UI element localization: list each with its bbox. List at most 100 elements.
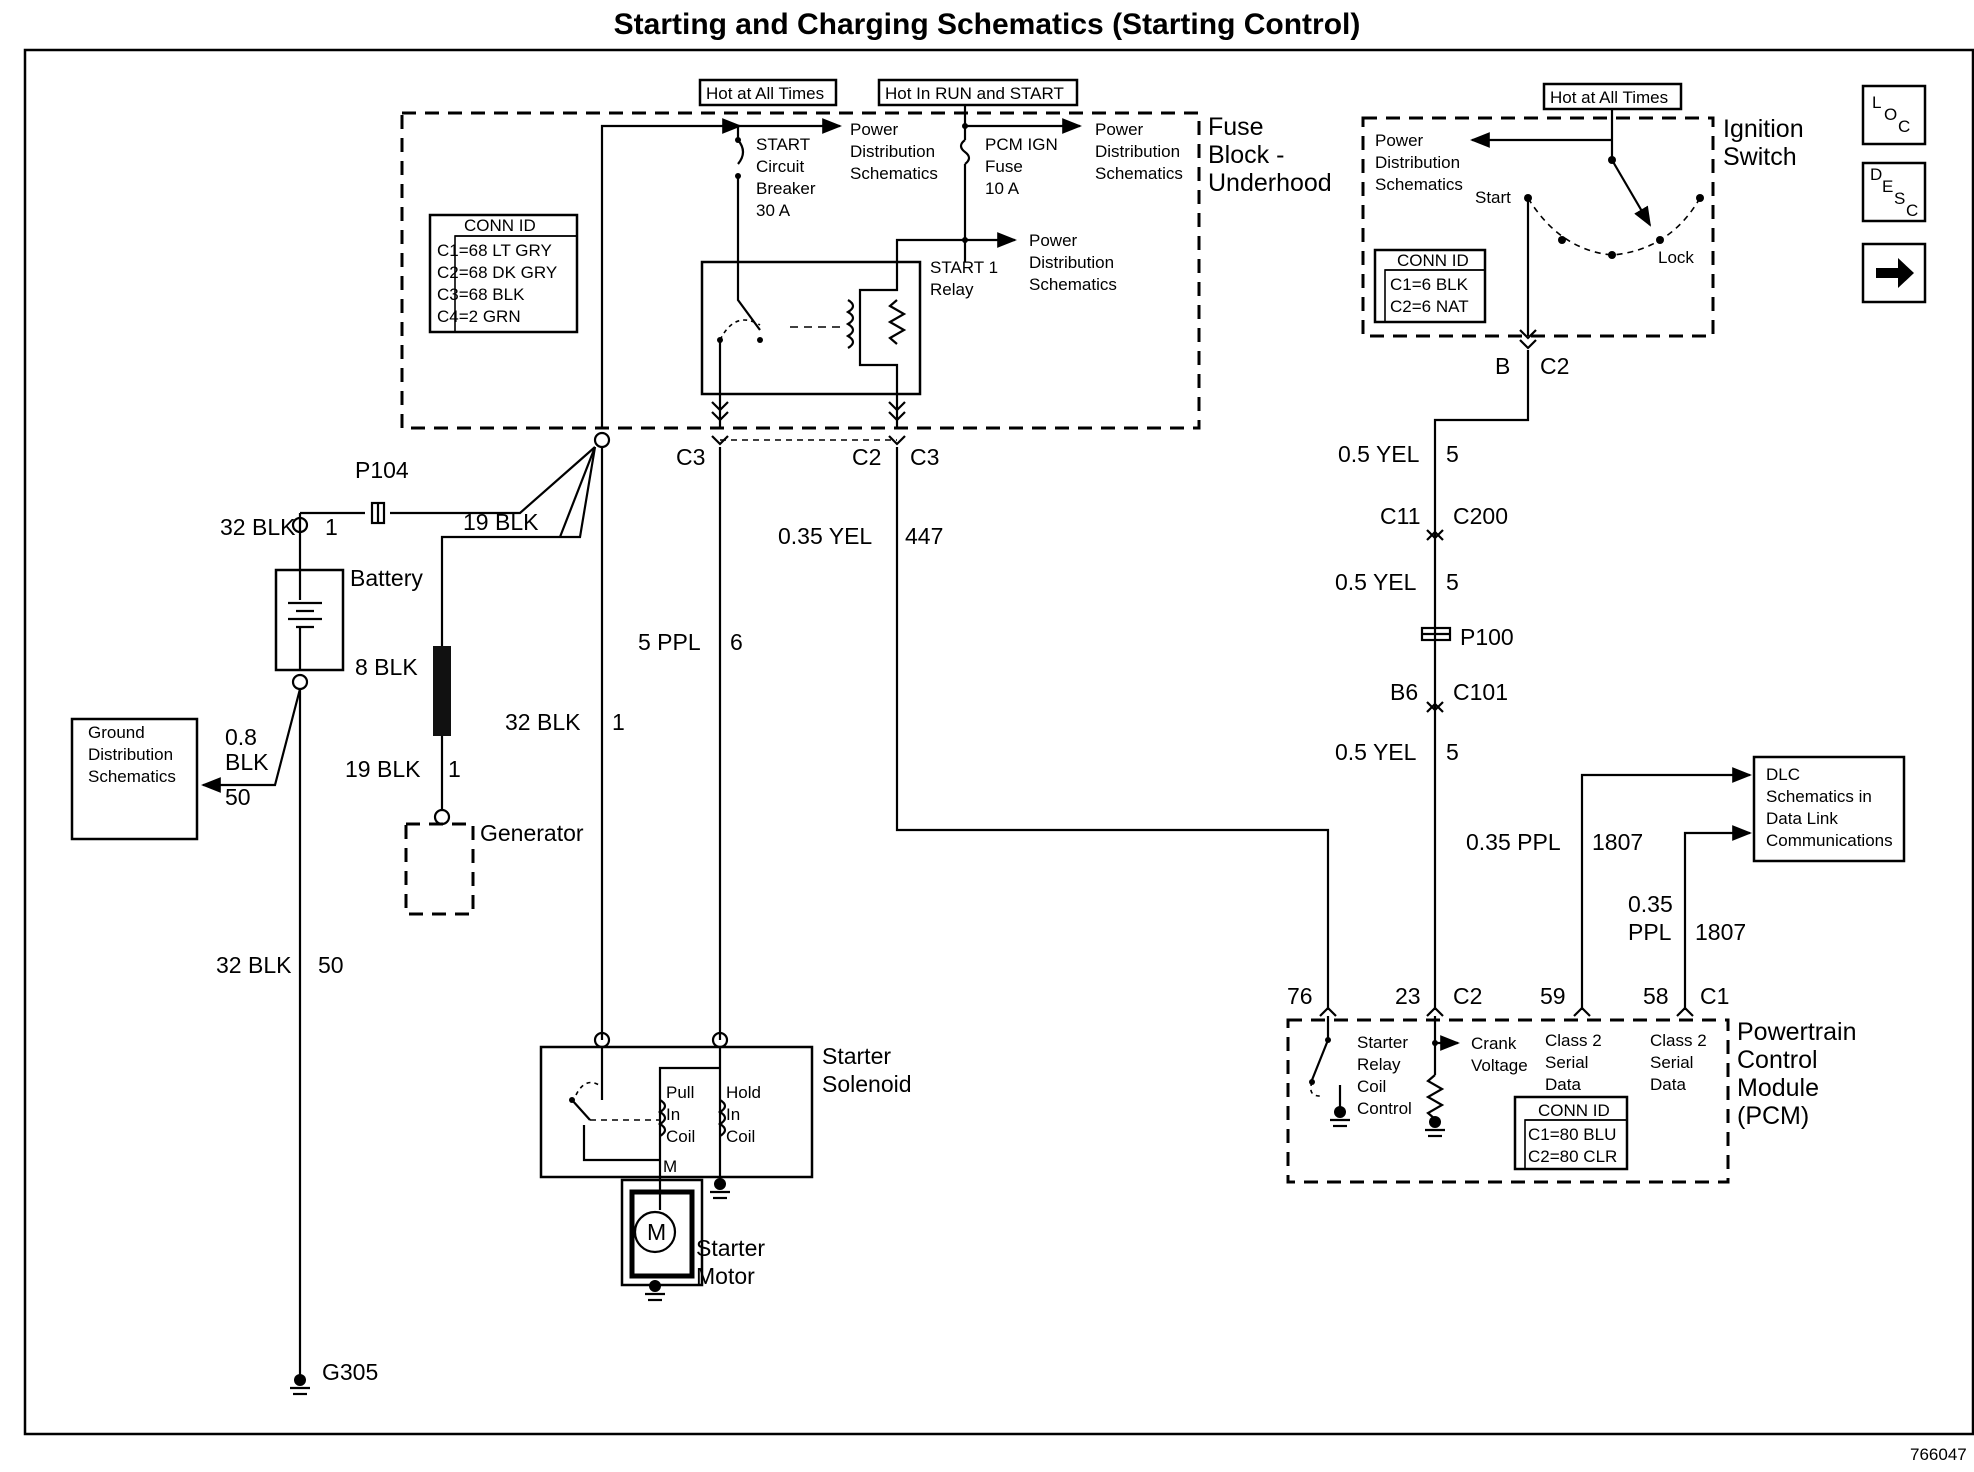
svg-text:1: 1 [325, 514, 338, 540]
ground-g305: G305 [322, 1359, 378, 1385]
p100-connector-icon [1420, 626, 1452, 642]
starter-solenoid-label-2: Solenoid [822, 1071, 912, 1097]
page-title: Starting and Charging Schematics (Starti… [613, 8, 1361, 41]
svg-text:Power: Power [1375, 131, 1424, 150]
hot-all-times-box-1 [698, 78, 838, 107]
svg-text:Schematics: Schematics [88, 767, 176, 786]
svg-text:0.5 YEL: 0.5 YEL [1338, 441, 1420, 467]
ignition-switch-box [1361, 116, 1715, 338]
pull-in-coil-icon [657, 1099, 667, 1137]
hot-run-start-label: Hot In RUN and START [885, 84, 1064, 103]
svg-text:C200: C200 [1453, 503, 1508, 529]
svg-text:Pull: Pull [666, 1083, 694, 1102]
pcm-label-1: Powertrain [1737, 1018, 1857, 1046]
svg-text:Breaker: Breaker [756, 179, 816, 198]
fuse-block-label-3: Underhood [1208, 169, 1332, 197]
svg-text:Hot at All Times: Hot at All Times [1550, 88, 1668, 107]
svg-text:Relay: Relay [1357, 1055, 1401, 1074]
svg-text:Distribution: Distribution [1029, 253, 1114, 272]
svg-text:S: S [1894, 189, 1905, 208]
svg-text:Lock: Lock [1658, 248, 1694, 267]
svg-text:C1=68 LT GRY: C1=68 LT GRY [437, 241, 552, 260]
svg-text:32 BLK: 32 BLK [216, 952, 292, 978]
pcm-ground-icon-1 [1330, 1106, 1350, 1128]
svg-text:0.35 PPL: 0.35 PPL [1466, 829, 1561, 855]
hot-all-times-label-1: Hot at All Times [706, 84, 824, 103]
svg-text:1: 1 [448, 756, 461, 782]
svg-text:C2: C2 [1453, 983, 1482, 1009]
svg-text:Starter: Starter [1357, 1033, 1408, 1052]
pcm-ground-icon-2 [1425, 1116, 1445, 1138]
svg-text:Relay: Relay [930, 280, 974, 299]
svg-text:Crank: Crank [1471, 1034, 1517, 1053]
svg-text:50: 50 [318, 952, 344, 978]
figure-id: 766047 [1910, 1445, 1967, 1464]
svg-text:C2=68 DK GRY: C2=68 DK GRY [437, 263, 557, 282]
svg-text:Hold: Hold [726, 1083, 761, 1102]
svg-text:8 BLK: 8 BLK [355, 654, 418, 680]
svg-text:CONN ID: CONN ID [1538, 1101, 1610, 1120]
svg-text:Coil: Coil [726, 1127, 755, 1146]
ignition-switch-label-1: Ignition [1723, 115, 1804, 143]
svg-text:Data: Data [1545, 1075, 1581, 1094]
svg-text:In: In [726, 1105, 740, 1124]
svg-text:B: B [1495, 353, 1510, 379]
battery-box [274, 568, 345, 672]
svg-text:Circuit: Circuit [756, 157, 804, 176]
svg-text:DLC: DLC [1766, 765, 1800, 784]
starter-solenoid-label-1: Starter [822, 1043, 891, 1069]
svg-text:C3=68 BLK: C3=68 BLK [437, 285, 525, 304]
svg-text:BLK: BLK [225, 749, 269, 775]
svg-text:C2=80 CLR: C2=80 CLR [1528, 1147, 1617, 1166]
relay-switch [736, 262, 761, 331]
svg-text:In: In [666, 1105, 680, 1124]
conn-c3-a: C3 [676, 444, 705, 470]
relay-resistor-icon [887, 299, 907, 345]
conn-c2: C2 [852, 444, 881, 470]
svg-text:447: 447 [905, 523, 943, 549]
pcm-label-2: Control [1737, 1046, 1818, 1074]
circuit-breaker-icon [737, 139, 745, 165]
svg-text:CONN ID: CONN ID [1397, 251, 1469, 270]
dlc-box[interactable] [1752, 755, 1906, 863]
svg-text:Schematics: Schematics [850, 164, 938, 183]
svg-text:Data Link: Data Link [1766, 809, 1838, 828]
svg-text:Schematics: Schematics [1029, 275, 1117, 294]
svg-text:Voltage: Voltage [1471, 1056, 1528, 1075]
svg-text:1807: 1807 [1592, 829, 1643, 855]
svg-text:Control: Control [1357, 1099, 1412, 1118]
loc-button[interactable]: LOC [1861, 84, 1927, 146]
hot-run-start-box [877, 78, 1079, 107]
svg-text:C101: C101 [1453, 679, 1508, 705]
svg-text:Data: Data [1650, 1075, 1686, 1094]
svg-text:START 1: START 1 [930, 258, 998, 277]
svg-text:P100: P100 [1460, 624, 1514, 650]
svg-text:C4=2 GRN: C4=2 GRN [437, 307, 521, 326]
svg-text:Distribution: Distribution [850, 142, 935, 161]
svg-text:Start: Start [1475, 188, 1511, 207]
solenoid-ground-icon [710, 1178, 730, 1200]
svg-text:Communications: Communications [1766, 831, 1893, 850]
svg-text:E: E [1882, 177, 1893, 196]
svg-text:B6: B6 [1390, 679, 1418, 705]
next-arrow-button[interactable] [1861, 242, 1927, 304]
svg-text:5: 5 [1446, 441, 1459, 467]
svg-text:Class 2: Class 2 [1545, 1031, 1602, 1050]
svg-text:59: 59 [1540, 983, 1566, 1009]
conn-id-ignition: CONN ID C1=6 BLK C2=6 NAT [1373, 248, 1487, 324]
svg-text:23: 23 [1395, 983, 1421, 1009]
svg-text:0.35 YEL: 0.35 YEL [778, 523, 872, 549]
svg-text:Coil: Coil [1357, 1077, 1386, 1096]
generator-box [404, 822, 475, 916]
svg-text:Distribution: Distribution [1095, 142, 1180, 161]
crank-resistor-icon [1425, 1074, 1445, 1120]
ground-icon [290, 1368, 310, 1396]
ground-distribution-box[interactable] [70, 717, 199, 841]
svg-text:19 BLK: 19 BLK [345, 756, 421, 782]
svg-text:76: 76 [1287, 983, 1313, 1009]
svg-text:C2=6 NAT: C2=6 NAT [1390, 297, 1469, 316]
svg-text:O: O [1884, 105, 1897, 124]
